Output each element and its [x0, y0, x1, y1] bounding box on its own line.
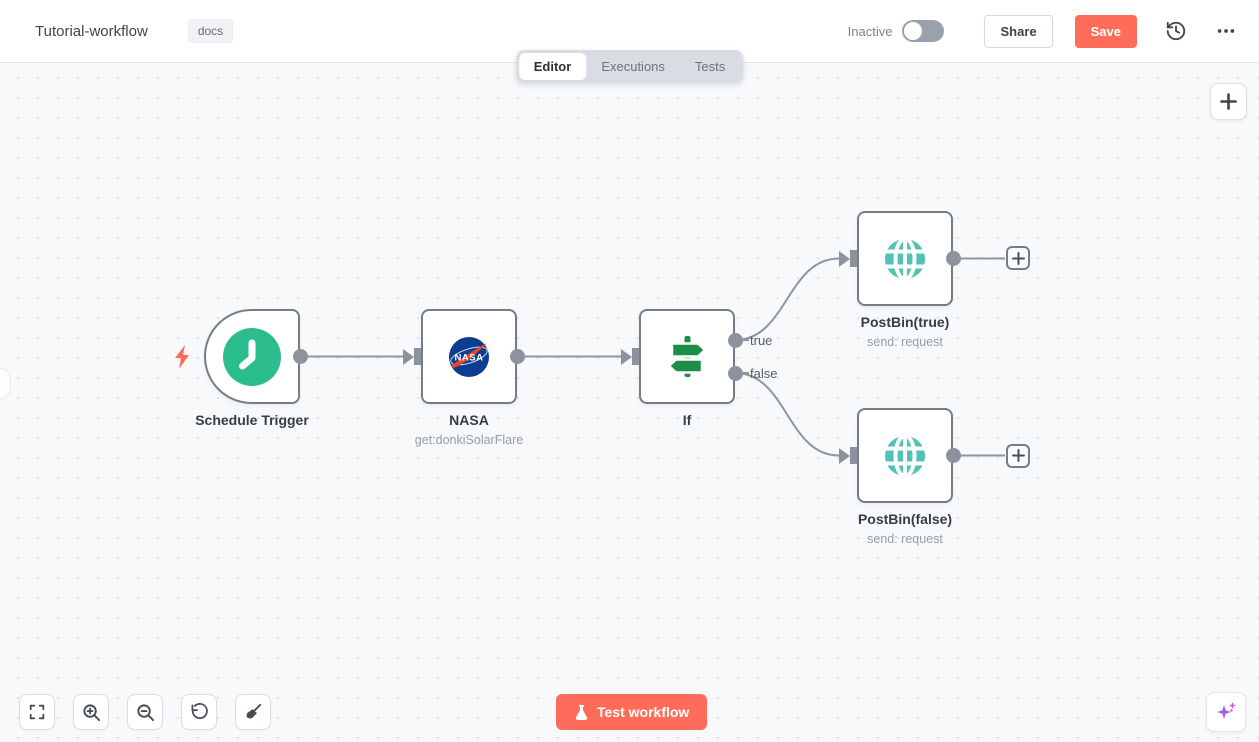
node-label: NASA [449, 412, 489, 428]
node-label: PostBin(true) [860, 314, 950, 330]
fit-view-icon [29, 704, 45, 720]
zoom-out-icon [136, 703, 154, 721]
output-port[interactable] [509, 349, 525, 364]
node-subtitle: send: request [867, 335, 943, 349]
node-schedule-trigger-box[interactable] [204, 309, 300, 404]
clock-icon [223, 327, 281, 386]
active-toggle[interactable] [902, 20, 945, 42]
globe-icon [884, 433, 926, 478]
status-label: Inactive [847, 23, 893, 39]
output-label-false: false [750, 366, 778, 381]
add-next-node-button-true[interactable] [1006, 246, 1030, 270]
node-nasa[interactable]: NASA NASA get:donkiSolarFlare [403, 309, 525, 447]
node-subtitle: send: request [867, 532, 943, 546]
tab-editor[interactable]: Editor [518, 53, 587, 80]
tab-executions[interactable]: Executions [601, 59, 665, 74]
node-schedule-trigger[interactable]: Schedule Trigger [195, 309, 309, 428]
view-tabs: Editor Executions Tests [515, 50, 744, 83]
node-postbin-true-box[interactable] [857, 211, 953, 306]
trigger-bolt-icon [175, 345, 189, 369]
node-label: If [682, 412, 692, 428]
node-subtitle: get:donkiSolarFlare [414, 433, 524, 447]
node-if-box[interactable] [639, 309, 735, 404]
node-nasa-box[interactable]: NASA [421, 309, 517, 404]
signpost-icon [667, 335, 707, 377]
more-options-button[interactable] [1215, 20, 1237, 42]
input-arrow [839, 250, 850, 267]
zoom-in-button[interactable] [73, 694, 109, 730]
input-arrow [621, 348, 632, 365]
node-postbin-false-box[interactable] [857, 408, 953, 503]
output-port[interactable] [945, 251, 961, 266]
node-postbin-false[interactable]: PostBin(false) send: request [839, 408, 961, 546]
test-workflow-button[interactable]: Test workflow [556, 694, 708, 730]
output-label-true: true [750, 333, 773, 348]
zoom-out-button[interactable] [127, 694, 163, 730]
ai-assistant-button[interactable] [1206, 692, 1246, 732]
tag-badge[interactable]: docs [187, 19, 234, 43]
svg-text:NASA: NASA [455, 352, 484, 363]
zoom-in-icon [82, 703, 100, 721]
flask-icon [575, 704, 588, 720]
sparkle-icon [1217, 702, 1236, 719]
undo-icon [191, 702, 208, 719]
output-port-true[interactable] [727, 332, 743, 348]
input-arrow [403, 348, 414, 365]
sidebar-expand-handle[interactable] [0, 368, 11, 399]
test-workflow-label: Test workflow [597, 704, 690, 720]
input-port[interactable] [632, 348, 639, 365]
plus-icon [1220, 93, 1237, 110]
input-port[interactable] [850, 447, 857, 464]
tidy-up-button[interactable] [235, 694, 271, 730]
fit-view-button[interactable] [19, 694, 55, 730]
toggle-knob [904, 22, 923, 40]
add-next-node-button-false[interactable] [1006, 443, 1030, 468]
input-port[interactable] [850, 250, 857, 267]
workflow-title[interactable]: Tutorial-workflow [35, 22, 148, 40]
input-port[interactable] [414, 348, 421, 365]
nasa-logo-icon: NASA [449, 336, 489, 377]
plus-icon [1011, 449, 1025, 462]
input-arrow [839, 447, 850, 464]
output-port[interactable] [292, 349, 308, 364]
share-button[interactable]: Share [984, 14, 1053, 48]
node-postbin-true[interactable]: PostBin(true) send: request [839, 211, 961, 349]
history-icon [1166, 21, 1186, 41]
canvas-controls [19, 694, 271, 730]
node-label: PostBin(false) [857, 511, 953, 527]
output-port-false[interactable] [727, 365, 743, 381]
ellipsis-icon [1217, 29, 1235, 33]
broom-icon [246, 703, 261, 718]
save-button[interactable]: Save [1074, 14, 1137, 48]
tab-tests[interactable]: Tests [694, 59, 726, 74]
node-label: Schedule Trigger [195, 412, 309, 428]
add-node-button[interactable] [1210, 83, 1247, 120]
globe-icon [884, 236, 926, 281]
reset-zoom-button[interactable] [181, 694, 217, 730]
node-if[interactable]: true false If [621, 309, 777, 428]
plus-icon [1011, 251, 1025, 265]
history-button[interactable] [1165, 20, 1187, 42]
output-port[interactable] [945, 448, 961, 463]
